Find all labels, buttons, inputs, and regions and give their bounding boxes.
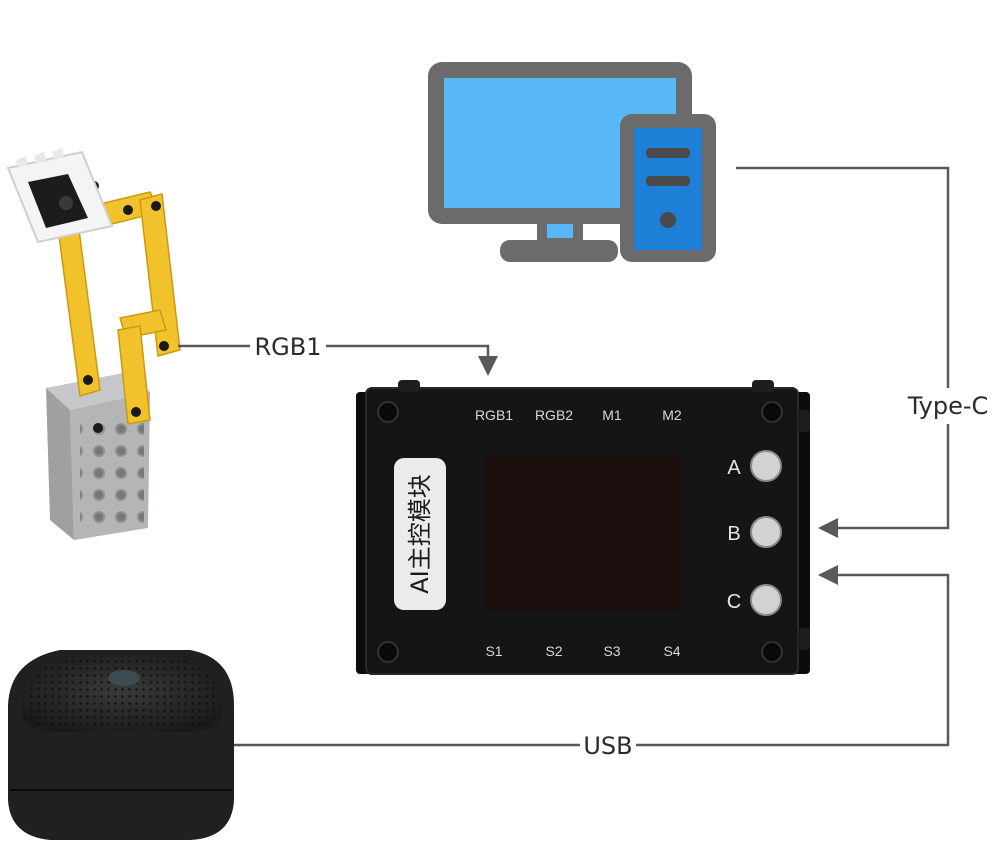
label-usb: USB — [583, 732, 632, 760]
camera-arm-icon — [6, 148, 181, 540]
connector-type-c-bottom — [818, 424, 950, 538]
module-title: AI主控模块 — [406, 474, 434, 594]
module-screw — [761, 641, 783, 663]
arm-pin — [151, 201, 161, 211]
button-c-label: C — [727, 591, 741, 613]
tower-slot — [646, 176, 690, 186]
arm-pin — [93, 423, 103, 433]
module-button-c: C — [727, 584, 782, 616]
button-b-label: B — [727, 523, 740, 545]
arm-beam-right — [139, 193, 181, 357]
port-label-s4: S4 — [663, 643, 680, 659]
brick-side — [46, 388, 74, 540]
camera-lens — [59, 196, 73, 210]
tower-body — [634, 128, 702, 250]
brick-holes — [80, 420, 144, 532]
port-label-s3: S3 — [603, 643, 620, 659]
module-top-knob — [398, 380, 420, 392]
camera-clip — [16, 156, 28, 168]
speaker-grill — [26, 660, 218, 728]
button-c-cap — [750, 584, 782, 616]
module-button-b: B — [727, 516, 782, 548]
module-lcd — [486, 456, 680, 610]
arm-pin — [83, 375, 93, 385]
button-b-cap — [750, 516, 782, 548]
label-type-c: Type-C — [907, 392, 989, 420]
speaker-light — [108, 670, 140, 686]
port-label-m2: M2 — [662, 407, 682, 423]
camera-screen — [28, 174, 88, 228]
camera-clip — [52, 148, 64, 160]
module-side-knob — [798, 628, 810, 650]
arm-beam-lower — [117, 325, 151, 425]
module-screw — [377, 401, 399, 423]
arm-beam-left — [57, 221, 101, 397]
label-rgb1: RGB1 — [254, 333, 321, 361]
module-side-knob — [798, 410, 810, 432]
monitor-neck-inner — [547, 224, 573, 238]
tower-power-button — [660, 212, 676, 228]
module-screw — [377, 641, 399, 663]
port-label-m1: M1 — [602, 407, 622, 423]
port-label-rgb1: RGB1 — [475, 407, 513, 423]
button-a-label: A — [727, 457, 741, 479]
arm-pin — [131, 407, 141, 417]
button-a-cap — [750, 450, 782, 482]
port-label-s1: S1 — [485, 643, 502, 659]
arm-pin — [123, 205, 133, 215]
module-top-knob — [752, 380, 774, 392]
connector-rgb1-right — [326, 344, 498, 376]
port-label-rgb2: RGB2 — [535, 407, 573, 423]
module-title-plate — [394, 458, 446, 610]
connector-type-c-top — [736, 166, 950, 388]
module-button-a: A — [727, 450, 782, 482]
connector-usb-right — [636, 565, 950, 747]
computer-icon — [428, 62, 716, 262]
arm-pin — [159, 341, 169, 351]
module-screw — [761, 401, 783, 423]
port-label-s2: S2 — [545, 643, 562, 659]
tower-slot — [646, 148, 690, 158]
monitor-base — [500, 240, 618, 262]
speaker-icon — [8, 650, 234, 840]
camera-clip — [34, 152, 46, 164]
ai-module-icon: AI主控模块 RGB1 RGB2 M1 M2 S1 S2 S3 S4 A B C — [356, 380, 810, 675]
